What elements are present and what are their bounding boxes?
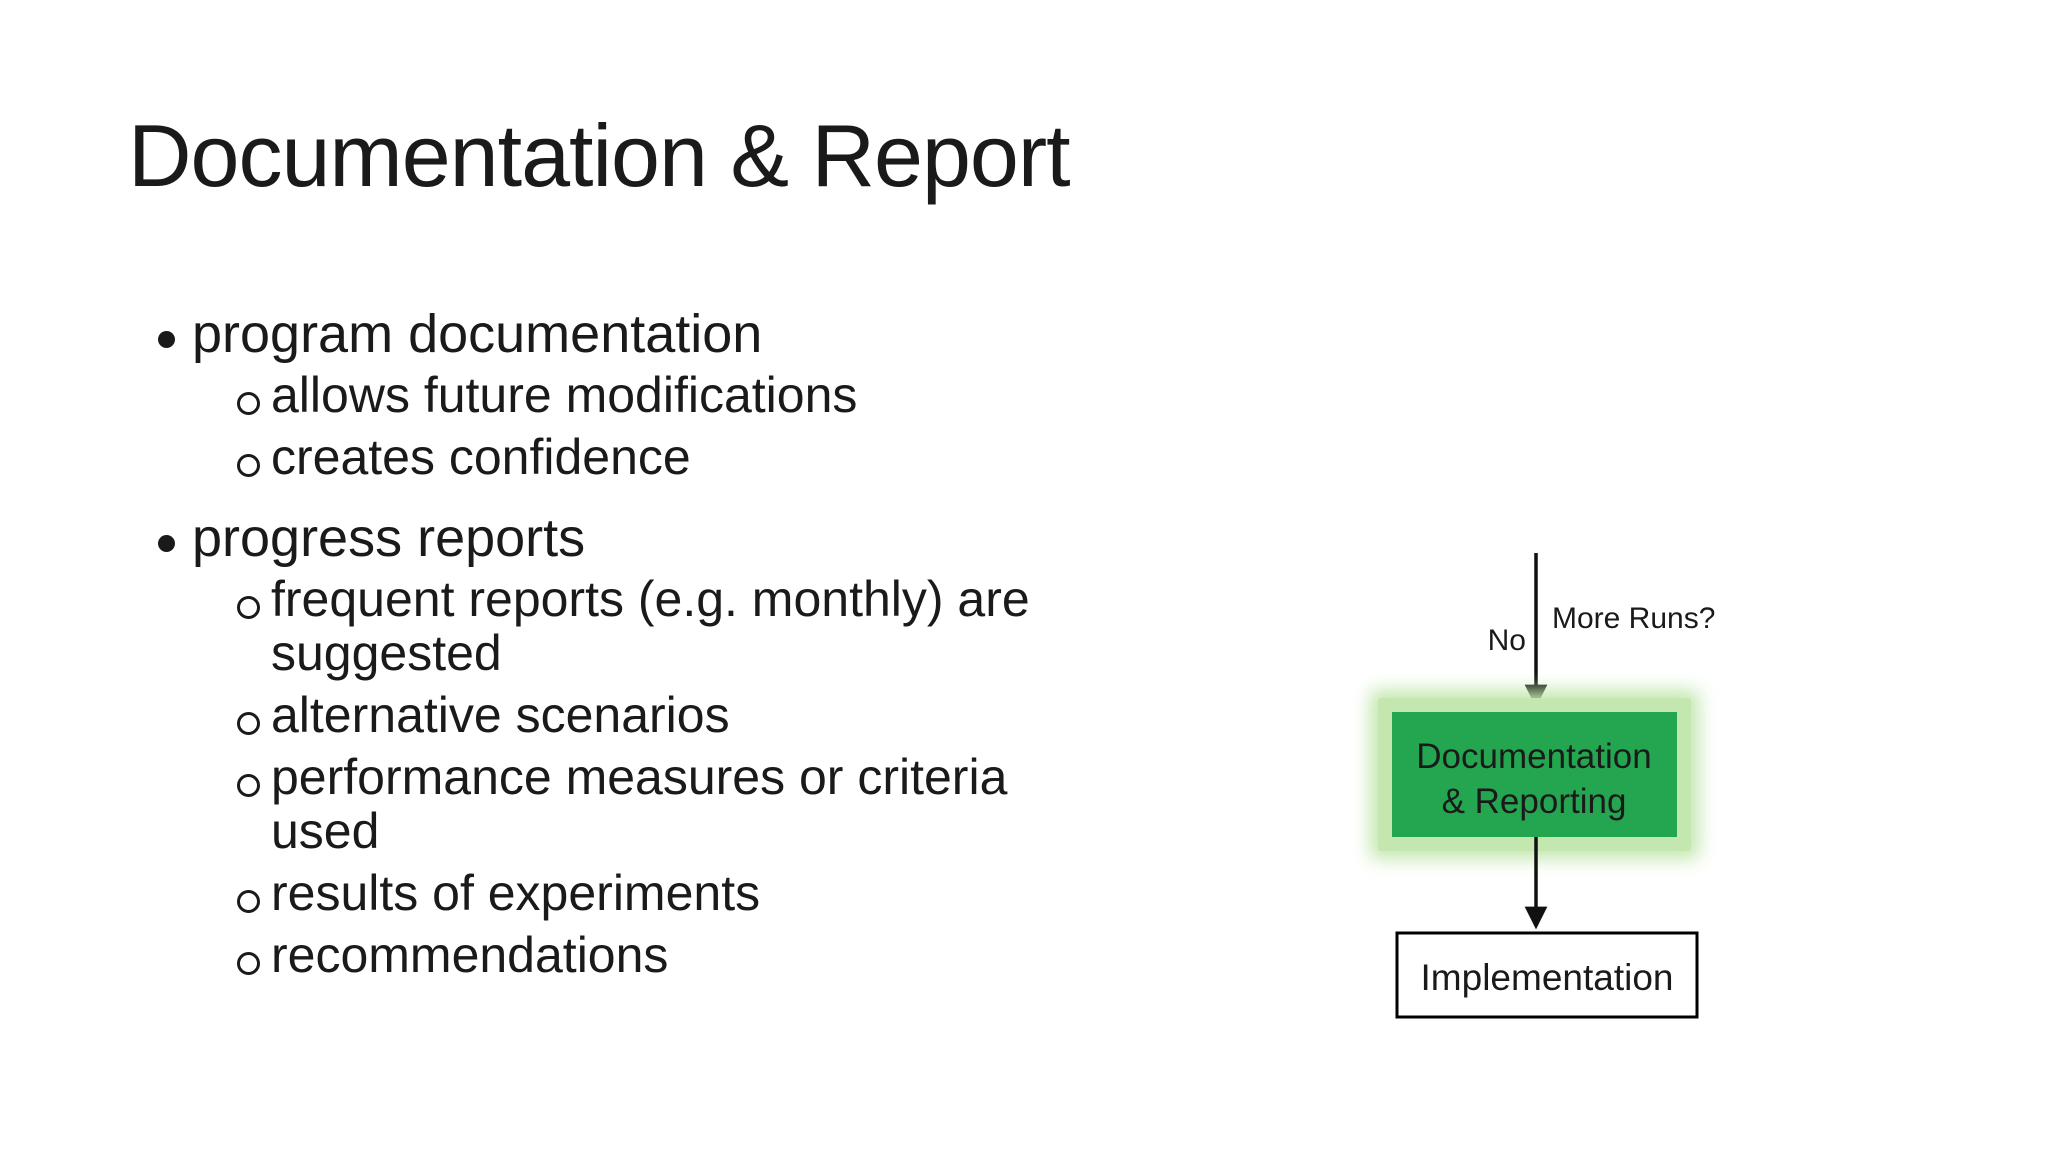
- bullet-dot-icon: [158, 508, 192, 568]
- list-item-level2: frequent reports (e.g. monthly) are sugg…: [237, 572, 1118, 680]
- list-item-level1: progress reports: [158, 508, 1118, 568]
- bullet-dot-icon: [158, 304, 192, 364]
- bullet-circle-icon: [237, 688, 271, 742]
- no-label: No: [1488, 624, 1526, 657]
- flowchart: More Runs? No Documentation & Reporting …: [1370, 553, 1715, 1019]
- list-item-level2: creates confidence: [237, 430, 1118, 484]
- list-item-level2: performance measures or criteria used: [237, 750, 1118, 858]
- bullet-circle-icon: [237, 572, 271, 680]
- bullet-circle-icon: [237, 368, 271, 422]
- list-item-text: allows future modifications: [271, 367, 858, 423]
- list-item-level2: recommendations: [237, 928, 1118, 982]
- list-item-text: frequent reports (e.g. monthly) are sugg…: [271, 571, 1030, 681]
- bullet-circle-icon: [237, 750, 271, 858]
- list-item-text: alternative scenarios: [271, 687, 730, 743]
- list-item-level2: allows future modifications: [237, 368, 1118, 422]
- more-runs-label: More Runs?: [1552, 602, 1715, 635]
- list-item-level2: results of experiments: [237, 866, 1118, 920]
- bullet-circle-icon: [237, 928, 271, 982]
- list-item-text: performance measures or criteria used: [271, 749, 1008, 859]
- list-item-text: creates confidence: [271, 429, 691, 485]
- list-item-text: recommendations: [271, 927, 669, 983]
- list-item-level1: program documentation: [158, 304, 1118, 364]
- bullet-list: program documentation allows future modi…: [158, 304, 1118, 990]
- list-item-text: results of experiments: [271, 865, 761, 921]
- implementation-node: [1395, 931, 1699, 1019]
- slide-title: Documentation & Report: [128, 106, 1071, 205]
- doc-reporting-node: [1392, 712, 1677, 837]
- doc-reporting-label-line2: & Reporting: [1442, 782, 1627, 821]
- list-item-text: program documentation: [192, 304, 763, 364]
- list-item-text: progress reports: [192, 508, 586, 568]
- implementation-label: Implementation: [1421, 957, 1674, 998]
- list-item-level2: alternative scenarios: [237, 688, 1118, 742]
- bullet-circle-icon: [237, 866, 271, 920]
- bullet-circle-icon: [237, 430, 271, 484]
- doc-reporting-label-line1: Documentation: [1416, 737, 1651, 776]
